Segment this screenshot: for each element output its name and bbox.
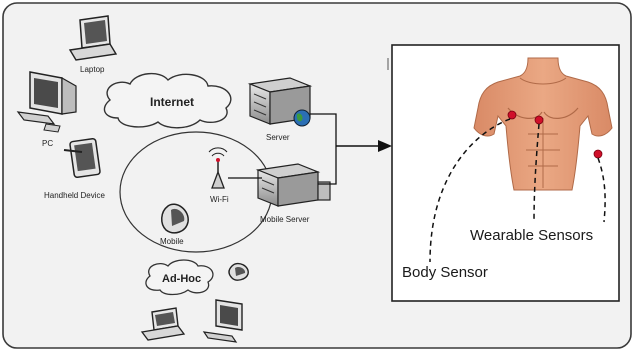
adhoc-mobile-icon <box>228 262 249 281</box>
server-to-bus-line <box>310 113 337 146</box>
adhoc-cloud <box>145 259 214 296</box>
internet-label: Internet <box>150 95 194 109</box>
human-torso-illustration <box>473 57 613 191</box>
handheld-device-icon <box>63 138 101 178</box>
wearable-sensor-dot-chest <box>534 115 544 125</box>
body-sensor-leader <box>429 118 511 263</box>
internet-cloud <box>103 73 232 129</box>
mobile-server-icon <box>255 163 331 207</box>
laptop-icon <box>68 15 118 61</box>
wifi-label: Wi-Fi <box>210 195 229 204</box>
wearable-sensors-label: Wearable Sensors <box>470 227 593 244</box>
globe-icon <box>293 109 311 127</box>
adhoc-pc-icon <box>202 299 243 343</box>
adhoc-laptop-icon <box>140 307 186 341</box>
mobile-server-to-bus-line <box>318 146 337 185</box>
wifi-antenna-icon <box>208 147 228 189</box>
mobile-server-label: Mobile Server <box>260 215 310 224</box>
laptop-label: Laptop <box>80 65 105 74</box>
adhoc-label: Ad-Hoc <box>162 273 201 285</box>
wearable-sensor-dot-arm <box>593 149 603 159</box>
arrow-head <box>378 140 392 152</box>
wearable-sensor-leader-chest <box>533 123 540 223</box>
handheld-device-label: Handheld Device <box>44 191 105 200</box>
body-sensor-label: Body Sensor <box>402 264 488 281</box>
server-label: Server <box>266 133 290 142</box>
server-icon <box>247 77 313 125</box>
mobile-label: Mobile <box>160 237 184 246</box>
pc-label: PC <box>42 139 53 148</box>
wearable-sensor-leader-arm <box>597 157 606 223</box>
body-sensor-dot-chest-left <box>507 110 517 120</box>
pc-icon <box>16 71 77 133</box>
mobile-phone-icon <box>161 203 189 234</box>
